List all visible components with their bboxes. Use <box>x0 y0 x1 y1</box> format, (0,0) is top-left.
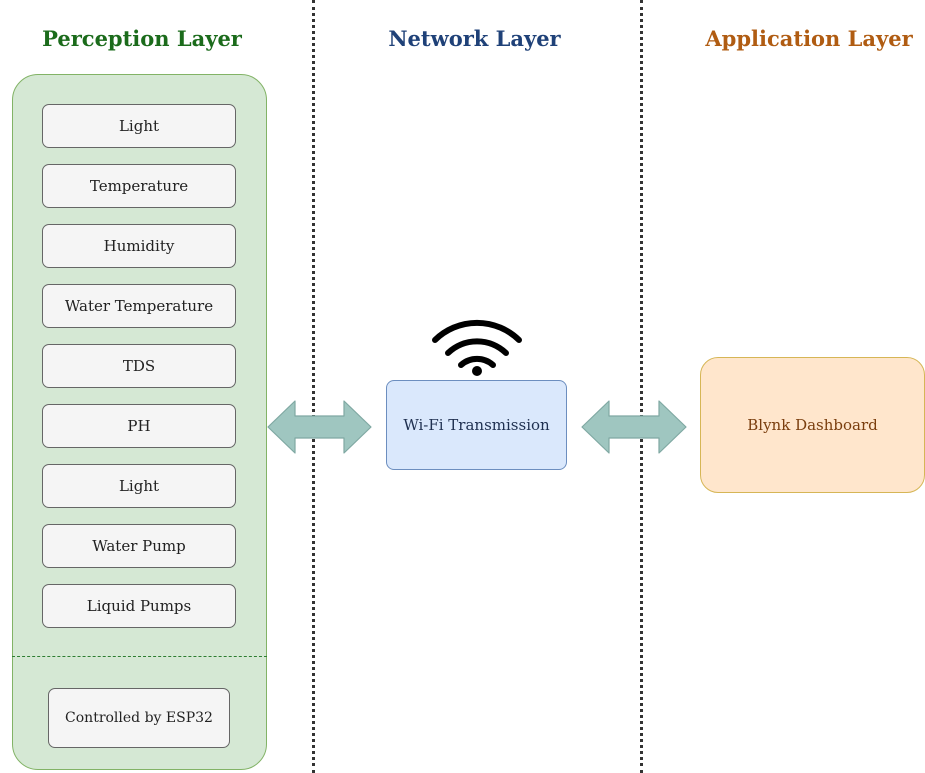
sensor-box-light: Light <box>42 104 236 148</box>
sensor-box-ph: PH <box>42 404 236 448</box>
actuator-box-light: Light <box>42 464 236 508</box>
application-layer-title: Application Layer <box>705 26 913 51</box>
actuator-box-water-pump: Water Pump <box>42 524 236 568</box>
sensor-box-temperature: Temperature <box>42 164 236 208</box>
wifi-icon <box>432 319 522 376</box>
layer-divider-perception-network <box>312 0 315 773</box>
perception-layer-title: Perception Layer <box>42 26 242 51</box>
panel-separator <box>12 656 267 657</box>
controller-box-esp32: Controlled by ESP32 <box>48 688 230 748</box>
double-arrow-perception-network <box>267 400 372 454</box>
sensor-box-humidity: Humidity <box>42 224 236 268</box>
sensor-box-tds: TDS <box>42 344 236 388</box>
actuator-box-liquid-pumps: Liquid Pumps <box>42 584 236 628</box>
network-layer-title: Network Layer <box>388 26 561 51</box>
sensor-box-water-temperature: Water Temperature <box>42 284 236 328</box>
layer-divider-network-application <box>640 0 643 773</box>
double-arrow-network-application <box>581 400 687 454</box>
wifi-transmission-box: Wi-Fi Transmission <box>386 380 567 470</box>
blynk-dashboard-box: Blynk Dashboard <box>700 357 925 493</box>
